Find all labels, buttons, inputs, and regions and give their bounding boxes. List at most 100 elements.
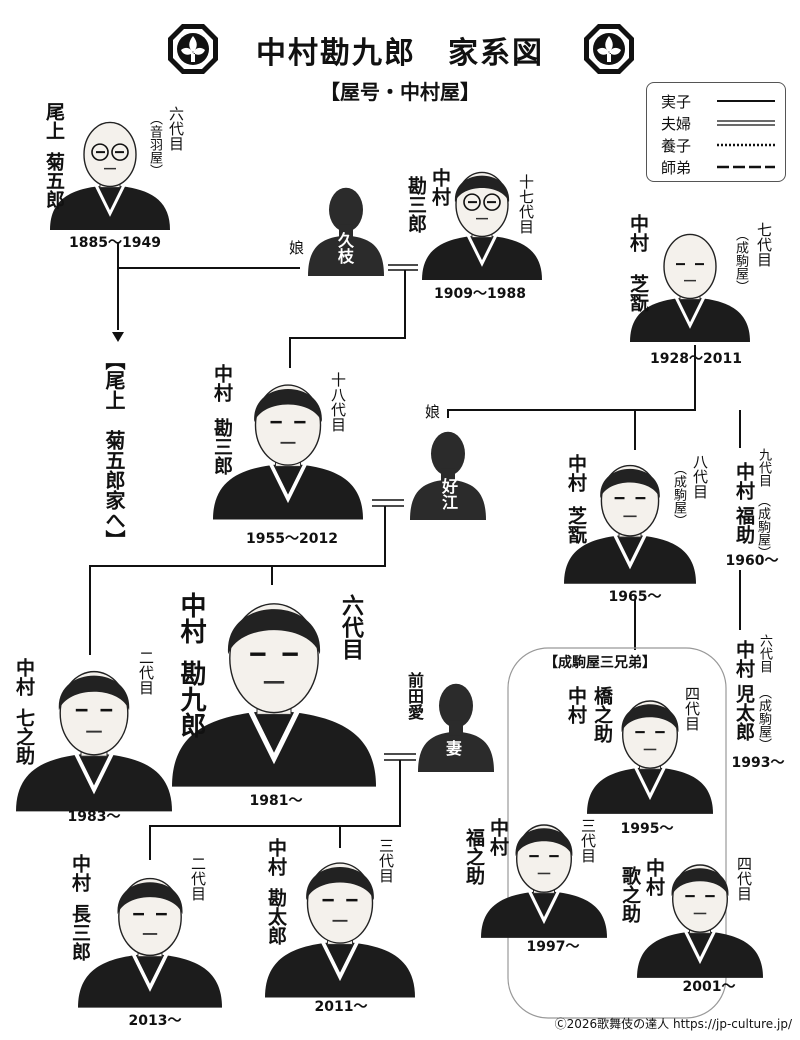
shikan8-portrait xyxy=(564,464,696,584)
shikan8-generation: 八代目 xyxy=(691,454,709,499)
shikan8-years: 1965〜 xyxy=(608,589,662,605)
kikugoro-family-name: 尾上 xyxy=(43,102,65,140)
yoshie-silhouette xyxy=(410,431,486,520)
legend-label-jisshi: 実子 xyxy=(661,93,692,111)
shichinosuke-portrait xyxy=(16,670,172,812)
utanosuke-portrait xyxy=(637,864,763,978)
fukusuke9-yago: （成駒屋） xyxy=(755,494,770,559)
kikugoro-house-note: 【尾上 菊五郎家へ】 xyxy=(102,350,126,550)
kotaro-given-name: 児太郎 xyxy=(733,684,755,741)
kikugoro-years: 1885〜1949 xyxy=(69,235,161,251)
shichinosuke-years: 1983〜 xyxy=(67,809,121,825)
shikan7-years: 1928〜2011 xyxy=(650,351,742,367)
hashinosuke-generation: 四代目 xyxy=(683,686,701,731)
shikan7-generation: 七代目 xyxy=(755,222,773,267)
kanzaburo18-family-name: 中村 xyxy=(211,364,233,402)
kanzaburo17-generation: 十七代目 xyxy=(517,174,535,234)
fukusuke9-family-name: 中村 xyxy=(733,462,755,500)
utanosuke-generation: 四代目 xyxy=(735,856,753,901)
fukusuke9-years: 1960〜 xyxy=(725,553,779,569)
kantaro-years: 2011〜 xyxy=(314,999,368,1015)
fukusuke9-generation: 九代目 xyxy=(756,448,771,487)
kanzaburo18-years: 1955〜2012 xyxy=(246,531,338,547)
kantaro-family-name: 中村 xyxy=(265,838,287,876)
kankuro-family-name: 中村 xyxy=(176,592,206,644)
shikan8-family-name: 中村 xyxy=(565,454,587,492)
yoshie-relation: 娘 xyxy=(423,404,441,419)
kanzaburo18-given-name: 勘三郎 xyxy=(211,418,233,475)
kankuro-generation: 六代目 xyxy=(338,594,364,660)
shikan8-yago: （成駒屋） xyxy=(671,462,686,527)
fukunosuke-portrait xyxy=(481,824,607,938)
fukusuke9-given-name: 福助 xyxy=(733,506,755,544)
yoshie-name: 好江 xyxy=(439,478,458,510)
family-crest-icon xyxy=(168,24,218,74)
shichinosuke-family-name: 中村 xyxy=(13,658,35,696)
chosaburo-generation: 二代目 xyxy=(189,856,207,901)
fukunosuke-given-name: 福之助 xyxy=(463,828,485,885)
brothers-label: 【成駒屋三兄弟】 xyxy=(540,652,660,672)
shichinosuke-given-name: 七之助 xyxy=(13,708,35,765)
kantaro-given-name: 勘太郎 xyxy=(265,888,287,945)
shikan7-yago: （成駒屋） xyxy=(733,228,748,293)
arrow-down-icon xyxy=(112,332,124,342)
brothers-group-box xyxy=(507,647,727,1019)
legend-line-samples xyxy=(717,100,775,169)
shichinosuke-generation: 二代目 xyxy=(137,650,155,695)
kikugoro-generation: 六代目 xyxy=(167,106,185,151)
kantaro-portrait xyxy=(265,862,415,998)
fukunosuke-family-name: 中村 xyxy=(487,818,509,856)
kantaro-generation: 三代目 xyxy=(377,838,395,883)
line-shikan7-yoshie xyxy=(447,345,696,418)
wife-silhouette xyxy=(418,683,494,772)
utanosuke-given-name: 歌之助 xyxy=(619,866,641,923)
legend-label-fuufu: 夫婦 xyxy=(661,115,692,133)
kankuro-given-name: 勘九郎 xyxy=(176,660,206,738)
kanzaburo17-years: 1909〜1988 xyxy=(434,286,526,302)
fukunosuke-years: 1997〜 xyxy=(526,939,580,955)
kanzaburo17-portrait xyxy=(422,171,542,280)
utanosuke-family-name: 中村 xyxy=(643,858,665,896)
family-crest-icon xyxy=(584,24,634,74)
kotaro-years: 1993〜 xyxy=(731,755,785,771)
line-kanzaburo17-18 xyxy=(289,270,406,368)
kikugoro-given-name: 菊五郎 xyxy=(43,152,65,209)
hashinosuke-family-name: 中村 xyxy=(565,686,587,724)
kikugoro-yago: （音羽屋） xyxy=(147,112,162,177)
kotaro-family-name: 中村 xyxy=(733,640,755,678)
chosaburo-years: 2013〜 xyxy=(128,1013,182,1029)
fukunosuke-generation: 三代目 xyxy=(579,818,597,863)
chosaburo-given-name: 長三郎 xyxy=(69,904,91,961)
hisae-name: 久枝 xyxy=(335,232,354,264)
hisae-silhouette xyxy=(308,187,384,276)
yago-subtitle: 【屋号・中村屋】 xyxy=(320,80,480,104)
shikan7-family-name: 中村 xyxy=(627,214,649,252)
shikan7-portrait xyxy=(630,233,750,342)
hashinosuke-portrait xyxy=(587,700,713,814)
hashinosuke-years: 1995〜 xyxy=(620,821,674,837)
kotaro-generation: 六代目 xyxy=(757,634,772,673)
kankuro-years: 1981〜 xyxy=(249,793,303,809)
line-kankuro-chosaburo xyxy=(149,760,401,860)
legend-label-shitei: 師弟 xyxy=(661,159,692,177)
kanzaburo17-family-name: 中村 xyxy=(429,168,451,206)
chosaburo-portrait xyxy=(78,877,222,1008)
chosaburo-family-name: 中村 xyxy=(69,854,91,892)
page-title: 中村勘九郎 家系図 xyxy=(256,36,544,71)
wife-label: 妻 xyxy=(443,740,462,756)
kanzaburo18-generation: 十八代目 xyxy=(329,372,347,432)
shikan7-given-name: 芝翫 xyxy=(627,274,649,312)
kanzaburo18-portrait xyxy=(213,384,363,520)
line-kanzaburo18-shichinosuke xyxy=(89,506,386,655)
hisae-relation: 娘 xyxy=(287,240,305,255)
kotaro-yago: （成駒屋） xyxy=(756,686,771,751)
legend-label-youshi: 養子 xyxy=(661,137,692,155)
wife-name: 前田愛 xyxy=(405,672,424,720)
kankuro-portrait xyxy=(172,603,376,787)
legend: 実子 夫婦 養子 師弟 xyxy=(646,82,786,182)
kikugoro-portrait xyxy=(50,121,170,230)
copyright: Ⓒ2026歌舞伎の達人 https://jp-culture.jp/ xyxy=(554,1017,792,1031)
shikan8-given-name: 芝翫 xyxy=(565,506,587,544)
